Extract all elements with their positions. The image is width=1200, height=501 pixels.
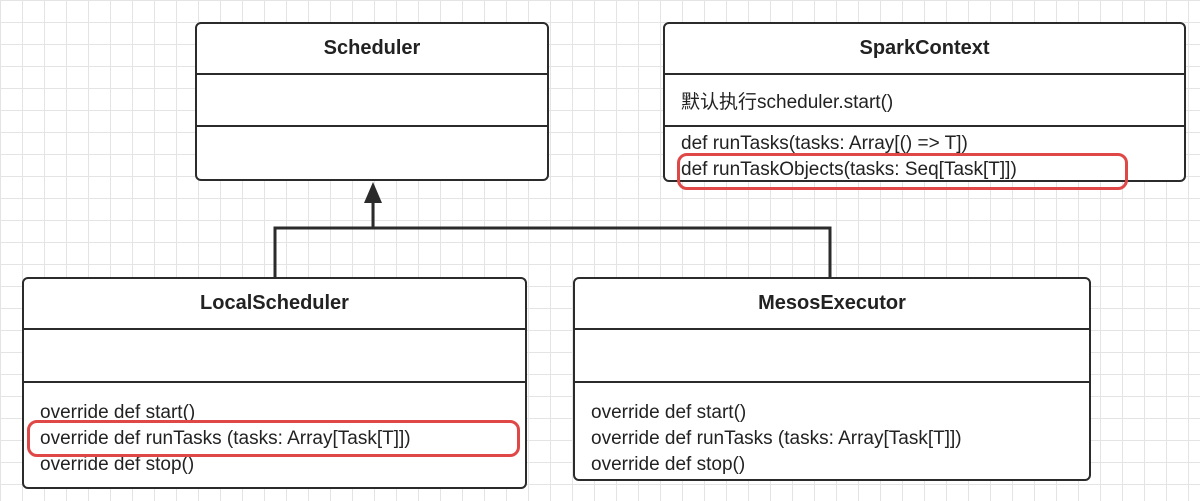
connector-local-scheduler [273,226,373,278]
local-scheduler-op-run-tasks: override def runTasks (tasks: Array[Task… [40,428,411,449]
connector-mesos-executor [373,226,832,278]
mesos-executor-op-run-tasks: override def runTasks (tasks: Array[Task… [591,428,962,449]
mesos-executor-class[interactable]: MesosExecutor override def start() overr… [573,277,1091,481]
local-scheduler-op-start: override def start() [40,402,196,423]
mesos-executor-attributes [575,330,1089,383]
mesos-executor-op-start: override def start() [591,402,747,423]
spark-context-operations: def runTasks(tasks: Array[() => T]) def … [665,127,1184,180]
spark-context-class-name: SparkContext [665,24,1184,75]
spark-context-op-run-tasks: def runTasks(tasks: Array[() => T]) [681,133,968,154]
scheduler-class[interactable]: Scheduler [195,22,549,181]
local-scheduler-operations: override def start() override def runTas… [24,383,525,478]
spark-context-class[interactable]: SparkContext 默认执行scheduler.start() def r… [663,22,1186,182]
mesos-executor-op-stop: override def stop() [591,454,746,475]
local-scheduler-class[interactable]: LocalScheduler override def start() over… [22,277,527,489]
local-scheduler-class-name: LocalScheduler [24,279,525,330]
local-scheduler-attributes [24,330,525,383]
mesos-executor-operations: override def start() override def runTas… [575,383,1089,478]
mesos-executor-class-name: MesosExecutor [575,279,1089,330]
local-scheduler-op-stop: override def stop() [40,454,195,475]
scheduler-class-name: Scheduler [197,24,547,75]
spark-context-attributes: 默认执行scheduler.start() [665,75,1184,127]
spark-context-op-run-task-objects: def runTaskObjects(tasks: Seq[Task[T]]) [681,159,1017,180]
scheduler-attributes [197,75,547,127]
inheritance-arrowhead [364,182,382,203]
